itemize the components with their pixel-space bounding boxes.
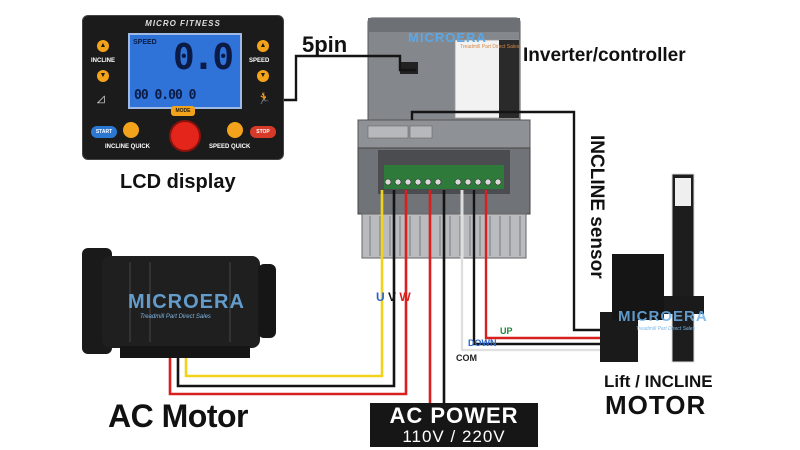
heat-sink-fins — [369, 216, 521, 256]
label-inverter: Inverter/controller — [523, 45, 686, 66]
lcd-panel: MICRO FITNESS SPEED 0.0 00 0.00 0 ▲ ▼ ▲ … — [82, 15, 284, 160]
wire-up — [484, 190, 600, 340]
incline-up-button[interactable]: ▲ — [97, 40, 109, 52]
speed-quick-dial[interactable] — [227, 122, 243, 138]
lcd-speed-value: 0.0 — [172, 37, 234, 78]
label-down: DOWN — [468, 338, 497, 348]
lcd-5pin-cable — [282, 54, 416, 102]
lcd-mini-label: SPEED — [133, 39, 157, 46]
speed-label: SPEED — [249, 58, 270, 64]
terminal-screws — [384, 178, 502, 186]
label-w: W — [399, 290, 411, 304]
speed-up-button[interactable]: ▲ — [257, 40, 269, 52]
lcd-brand: MICRO FITNESS — [145, 19, 221, 28]
ac-power-voltage: 110V / 220V — [402, 427, 506, 446]
inverter-tag: Treadmill Part Direct Sales — [460, 44, 520, 50]
incline-down-button[interactable]: ▼ — [97, 70, 109, 82]
safety-key-icon[interactable] — [169, 120, 201, 152]
start-button[interactable]: START — [91, 126, 117, 138]
wire-com — [461, 190, 600, 351]
uvw-labels: U V W — [376, 290, 411, 304]
watermark-lift-tag: Treadmill Part Direct Sales — [636, 326, 696, 332]
incline-label: INCLINE — [91, 58, 115, 64]
label-lcd: LCD display — [120, 171, 236, 193]
inverter-brand: MICROERA — [408, 30, 487, 45]
lcd-screen: SPEED 0.0 00 0.00 0 — [128, 33, 242, 109]
incline-quick-dial[interactable] — [123, 122, 139, 138]
stop-button[interactable]: STOP — [250, 126, 276, 138]
speed-down-button[interactable]: ▼ — [257, 70, 269, 82]
lcd-sub-values: 00 0.00 0 — [134, 88, 196, 103]
ac-motor — [82, 248, 276, 358]
label-ac-motor: AC Motor — [108, 398, 248, 434]
ac-power-title: AC POWER — [389, 403, 519, 428]
label-com: COM — [456, 353, 477, 363]
incline-quick-label: INCLINE QUICK — [105, 144, 150, 150]
incline-icon: ◿ — [97, 94, 105, 105]
lift-motor — [600, 173, 704, 363]
label-lift-incline: Lift / INCLINE — [604, 372, 713, 391]
runner-icon: 🏃 — [257, 93, 271, 105]
inverter-5pin-port — [400, 62, 418, 74]
incline-sensor-cable — [410, 110, 604, 332]
watermark-motor-brand: MICROERA — [128, 291, 245, 313]
ac-power-box: AC POWER 110V / 220V — [370, 403, 538, 447]
wire-down — [472, 190, 600, 346]
wire-w — [168, 190, 408, 396]
label-v: V — [388, 290, 397, 304]
wire-u — [184, 190, 384, 378]
wire-v — [176, 190, 396, 388]
speed-quick-label: SPEED QUICK — [209, 144, 251, 150]
label-motor: MOTOR — [605, 390, 707, 420]
watermark-motor-tag: Treadmill Part Direct Sales — [140, 314, 211, 320]
mode-button[interactable]: MODE — [171, 106, 195, 116]
label-up: UP — [500, 326, 513, 336]
watermark-lift-brand: MICROERA — [618, 308, 708, 325]
label-incline-sensor: INCLINE sensor — [586, 135, 607, 279]
label-u: U — [376, 290, 385, 304]
label-5pin: 5pin — [302, 32, 348, 57]
